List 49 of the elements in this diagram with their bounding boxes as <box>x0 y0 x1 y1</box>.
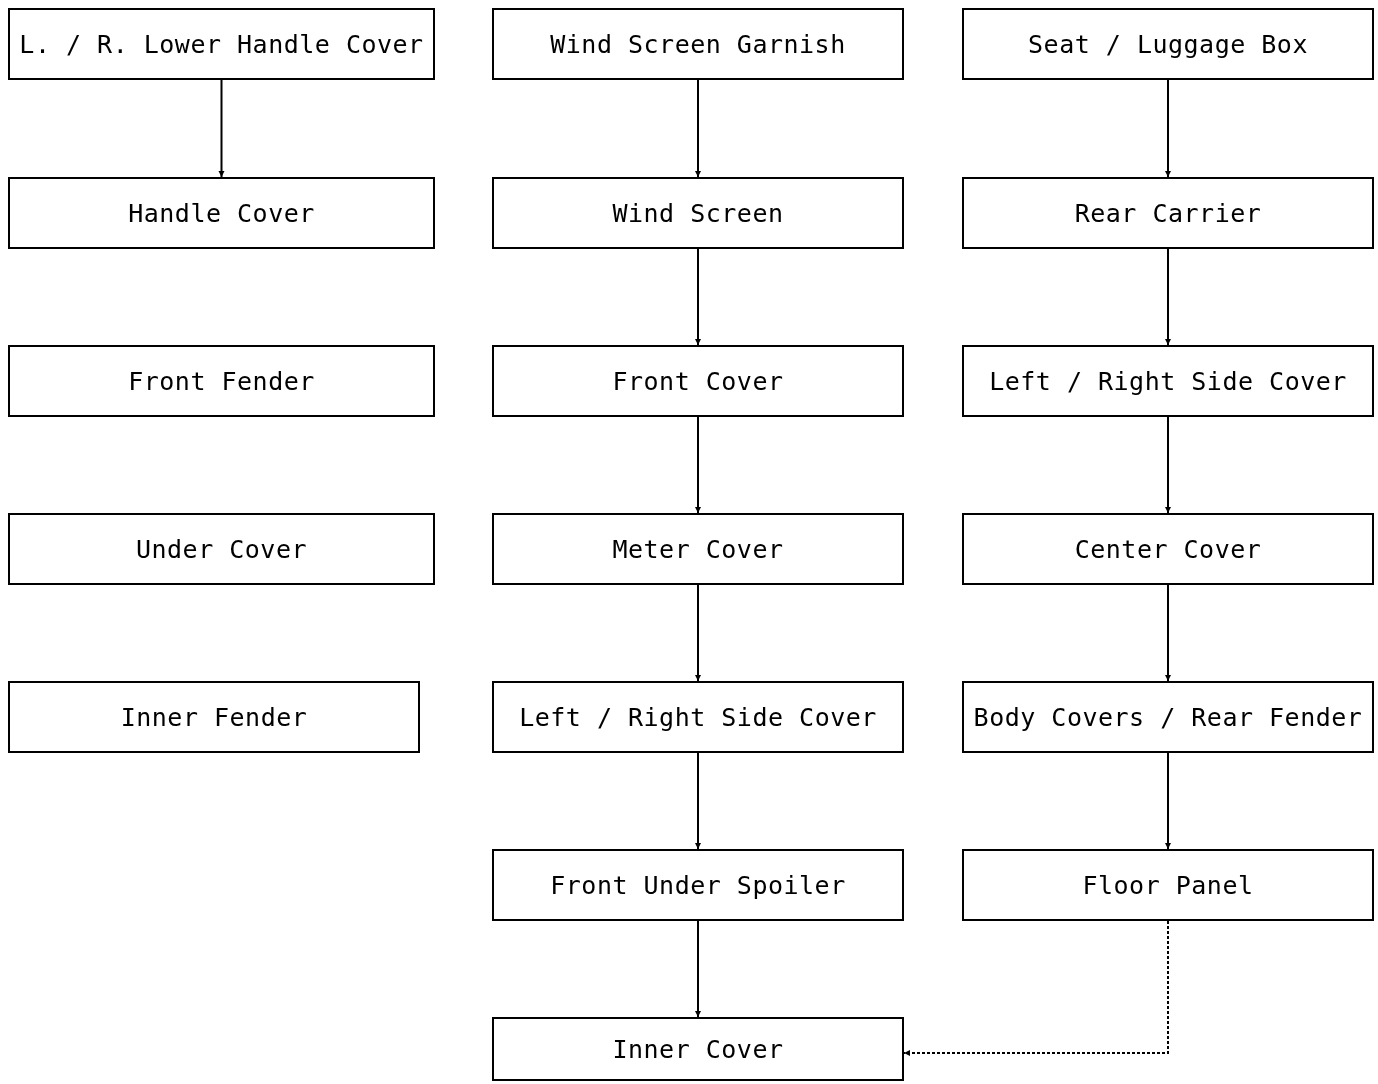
arrow <box>1165 416 1171 514</box>
process-box <box>962 345 1374 417</box>
arrow <box>218 79 225 178</box>
box-label: Front Fender <box>128 366 315 396</box>
process-box <box>492 681 904 753</box>
process-box <box>8 8 435 80</box>
box-label: Front Under Spoiler <box>550 870 846 900</box>
process-box <box>492 177 904 249</box>
box-label: Left / Right Side Cover <box>519 702 877 732</box>
arrow <box>1165 584 1171 682</box>
arrow <box>695 79 701 178</box>
process-box <box>962 849 1374 921</box>
process-box <box>492 345 904 417</box>
arrow <box>695 416 701 514</box>
box-label: Front Cover <box>612 366 784 396</box>
process-box <box>962 513 1374 585</box>
box-label: Under Cover <box>135 534 308 564</box>
arrow <box>695 752 701 850</box>
arrow <box>695 248 701 346</box>
process-box <box>492 8 904 80</box>
box-label: L. / R. Lower Handle Cover <box>19 29 424 59</box>
process-box <box>962 177 1374 249</box>
box-label: Meter Cover <box>612 534 784 564</box>
box-label: Wind Screen Garnish <box>550 29 846 59</box>
process-box <box>8 345 435 417</box>
process-box <box>962 8 1374 80</box>
box-label: Inner Cover <box>612 1034 784 1064</box>
arrow <box>695 920 701 1018</box>
box-label: Handle Cover <box>128 198 315 228</box>
process-box <box>8 177 435 249</box>
box-label: Center Cover <box>1074 534 1262 564</box>
box-label: Wind Screen <box>612 198 784 228</box>
process-box <box>492 513 904 585</box>
arrow <box>1165 248 1171 346</box>
box-label: Floor Panel <box>1082 870 1254 900</box>
box-label: Seat / Luggage Box <box>1028 29 1308 59</box>
box-label: Inner Fender <box>120 702 308 732</box>
arrow <box>1165 752 1171 850</box>
box-label: Left / Right Side Cover <box>989 366 1347 396</box>
arrow <box>903 920 1169 1056</box>
box-label: Rear Carrier <box>1074 198 1262 228</box>
process-box <box>962 681 1374 753</box>
box-label: Body Covers / Rear Fender <box>973 702 1363 732</box>
process-box <box>8 513 435 585</box>
process-box <box>8 681 420 753</box>
process-box <box>492 849 904 921</box>
process-box <box>492 1017 904 1081</box>
arrow <box>1165 79 1171 178</box>
arrow <box>695 584 701 682</box>
